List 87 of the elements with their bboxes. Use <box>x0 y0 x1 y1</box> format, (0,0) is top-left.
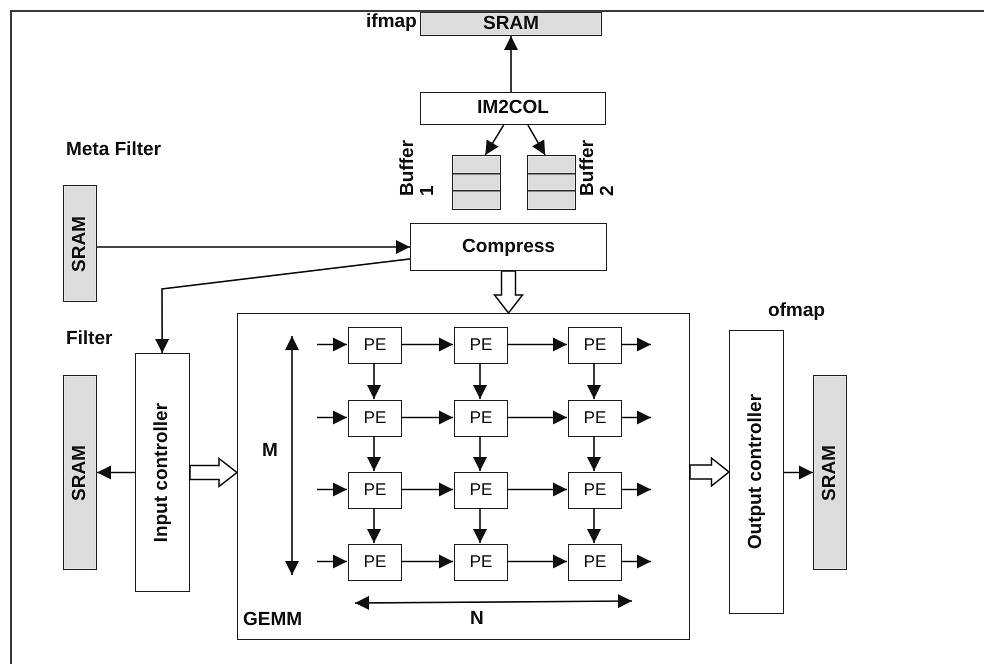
arrow <box>367 363 381 399</box>
block-label: Compress <box>462 236 555 258</box>
dimension-label: N <box>470 608 484 630</box>
block-label: Output controller <box>746 394 767 550</box>
arrow <box>401 410 453 424</box>
block-label: IM2COL <box>477 98 549 119</box>
arrow <box>317 410 347 424</box>
arrow <box>587 436 601 471</box>
block-caption: Meta Filter <box>66 140 162 160</box>
block-label: PE <box>364 481 386 500</box>
block-label: SRAM <box>820 444 840 500</box>
arrow <box>484 124 504 156</box>
arrow <box>473 436 487 471</box>
processing-element-box <box>568 327 622 364</box>
arrow <box>317 338 347 352</box>
arrow <box>527 124 546 156</box>
block-label: PE <box>584 336 606 355</box>
block-label: PE <box>584 409 606 428</box>
arrow <box>507 338 567 352</box>
arrow <box>317 554 347 568</box>
block-label: PE <box>584 553 606 572</box>
arrow <box>507 554 567 568</box>
block-label: SRAM <box>483 14 539 34</box>
dimension-label: ofmap <box>768 300 825 322</box>
arrow <box>784 466 813 480</box>
arrow <box>507 482 567 496</box>
processing-element-box <box>348 544 402 581</box>
block-label: Input controller <box>152 402 173 542</box>
block-label: PE <box>470 553 492 572</box>
arrow <box>401 482 453 496</box>
processing-element-box <box>348 472 402 509</box>
processing-element-box <box>348 400 402 437</box>
processing-element-box <box>454 472 508 509</box>
block-label: PE <box>364 336 386 355</box>
block-label: PE <box>364 409 386 428</box>
arrow <box>621 482 651 496</box>
block-arrow <box>689 456 730 488</box>
arrow <box>621 410 651 424</box>
controller-box <box>729 330 784 614</box>
arrow <box>367 508 381 543</box>
processing-element-box <box>568 400 622 437</box>
block-label: SRAM <box>70 216 90 272</box>
arrow <box>401 338 453 352</box>
gemm-array-box <box>237 313 690 640</box>
buffer-block <box>527 155 576 210</box>
processing-element-box <box>348 327 402 364</box>
process-box <box>420 92 606 125</box>
block-caption: Buffer 1 <box>398 140 438 196</box>
memory-block <box>420 12 602 36</box>
arrow <box>155 258 410 353</box>
block-label: PE <box>584 481 606 500</box>
arrow <box>621 554 651 568</box>
arrow <box>621 338 651 352</box>
memory-block <box>63 185 97 302</box>
arrow <box>473 508 487 543</box>
controller-box <box>135 353 190 592</box>
processing-element-box <box>454 400 508 437</box>
processing-element-box <box>568 472 622 509</box>
arrow <box>473 363 487 399</box>
arrow <box>367 436 381 471</box>
arrow <box>97 240 410 254</box>
block-caption: Filter <box>66 329 112 349</box>
arrow <box>97 466 135 480</box>
dimension-label: M <box>262 440 278 462</box>
arrow <box>504 36 518 92</box>
block-label: SRAM <box>70 444 90 500</box>
arrow <box>507 410 567 424</box>
block-label: GEMM <box>243 610 302 631</box>
buffer-block <box>452 155 501 210</box>
block-arrow <box>492 270 524 314</box>
memory-block <box>63 375 97 570</box>
processing-element-box <box>568 544 622 581</box>
block-label: PE <box>470 409 492 428</box>
block-label: PE <box>364 553 386 572</box>
process-box <box>410 223 607 271</box>
memory-block <box>813 375 847 570</box>
block-arrow <box>189 456 238 488</box>
arrow <box>401 554 453 568</box>
processing-element-box <box>454 327 508 364</box>
block-label: PE <box>470 481 492 500</box>
arrow <box>317 482 347 496</box>
processing-element-box <box>454 544 508 581</box>
block-caption: Buffer 2 <box>578 140 618 196</box>
block-caption: ifmap <box>366 12 417 32</box>
arrow <box>587 508 601 543</box>
arrow <box>587 363 601 399</box>
block-label: PE <box>470 336 492 355</box>
